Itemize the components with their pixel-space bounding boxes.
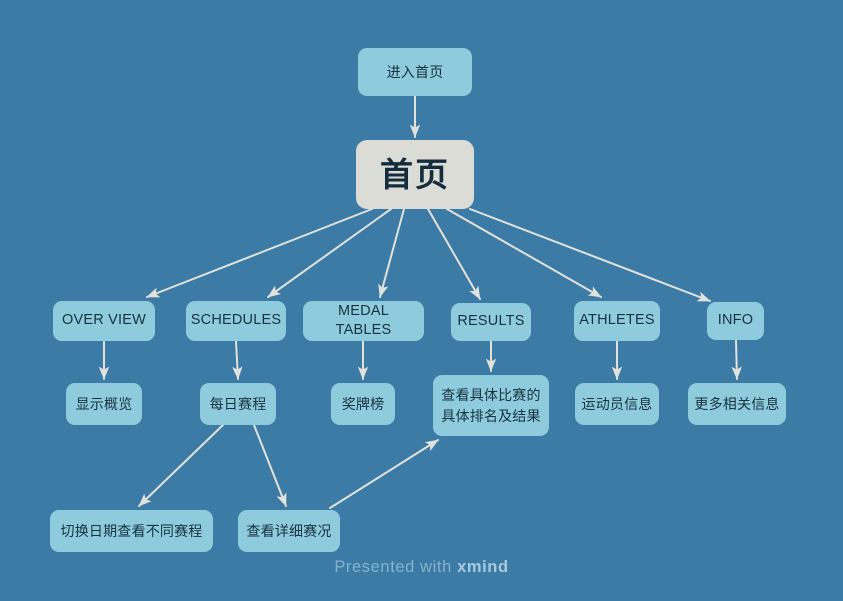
node-results[interactable]: RESULTS: [451, 303, 531, 341]
node-schedules[interactable]: SCHEDULES: [186, 301, 286, 341]
node-switch-date[interactable]: 切换日期查看不同赛程: [50, 510, 213, 552]
node-root[interactable]: 首页: [356, 140, 474, 209]
watermark-prefix: Presented with: [334, 558, 458, 576]
edge-daily-detail: [253, 424, 287, 507]
edge-root-results: [427, 208, 481, 300]
node-entry[interactable]: 进入首页: [358, 48, 472, 96]
watermark-brand: xmind: [457, 558, 509, 576]
node-label: 显示概览: [75, 395, 133, 412]
node-medal-list[interactable]: 奖牌榜: [331, 383, 395, 425]
node-label: 更多相关信息: [694, 395, 780, 412]
edge-daily-switch: [138, 424, 224, 507]
node-medaltables[interactable]: MEDAL TABLES: [303, 301, 424, 341]
node-label: 查看详细赛况: [246, 522, 332, 539]
edge-root-athletes: [446, 208, 602, 298]
node-label: RESULTS: [457, 313, 525, 330]
xmind-watermark: Presented with xmind: [0, 558, 843, 577]
node-daily-sched[interactable]: 每日赛程: [200, 383, 276, 425]
node-label: INFO: [717, 312, 754, 329]
edge-root-overview: [146, 208, 373, 298]
node-more-info[interactable]: 更多相关信息: [688, 383, 786, 425]
edge-info-more: [731, 339, 742, 380]
node-athlete-info[interactable]: 运动员信息: [575, 383, 659, 425]
node-info[interactable]: INFO: [707, 302, 764, 340]
node-label: SCHEDULES: [190, 312, 282, 329]
node-label: 奖牌榜: [341, 395, 385, 412]
node-label: 运动员信息: [581, 395, 653, 412]
edge-root-info: [469, 208, 711, 302]
edge-root-schedules: [267, 208, 392, 298]
node-label: 进入首页: [386, 63, 444, 80]
edge-detail-view-ranks: [329, 439, 439, 509]
node-label: 查看具体比赛的 具体排名及结果: [441, 386, 541, 424]
node-view-detail[interactable]: 查看详细赛况: [238, 510, 340, 552]
node-label: MEDAL TABLES: [335, 302, 392, 338]
node-label: ATHLETES: [579, 312, 655, 329]
node-label: 首页: [380, 155, 450, 193]
node-athletes[interactable]: ATHLETES: [574, 301, 660, 341]
node-view-ranks[interactable]: 查看具体比赛的 具体排名及结果: [433, 375, 549, 436]
edge-schedules-daily: [232, 340, 243, 380]
node-label: 切换日期查看不同赛程: [60, 522, 203, 539]
edge-root-medaltables: [378, 208, 405, 298]
node-overview[interactable]: OVER VIEW: [53, 301, 155, 341]
node-label: 每日赛程: [209, 395, 267, 412]
node-label: OVER VIEW: [62, 312, 146, 329]
node-show-overview[interactable]: 显示概览: [66, 383, 142, 425]
